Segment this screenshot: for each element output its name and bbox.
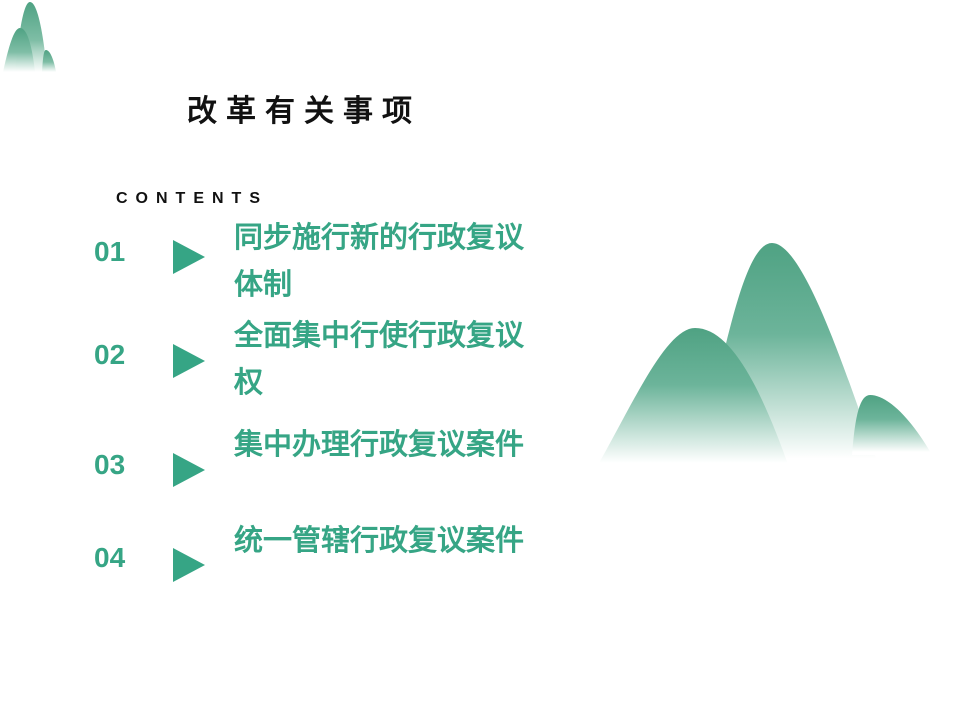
play-triangle-icon — [173, 453, 205, 487]
item-number: 04 — [94, 542, 126, 573]
play-triangle-icon — [173, 548, 205, 582]
mountain-decoration-small — [3, 2, 56, 72]
item-text: 统一管辖行政复议案件 — [234, 523, 525, 557]
mountain-decoration-large — [595, 243, 932, 470]
contents-label: CONTENTS — [116, 190, 268, 207]
item-text: 集中办理行政复议案件 — [234, 427, 525, 461]
page-title: 改革有关事项 — [187, 94, 421, 129]
play-triangle-icon — [173, 344, 205, 378]
item-number: 01 — [94, 236, 126, 267]
item-number: 02 — [94, 339, 126, 370]
item-number: 03 — [94, 449, 126, 480]
item-text: 全面集中行使行政复议权 — [234, 318, 525, 399]
play-triangle-icon — [173, 240, 205, 274]
item-text: 同步施行新的行政复议体制 — [234, 220, 525, 301]
